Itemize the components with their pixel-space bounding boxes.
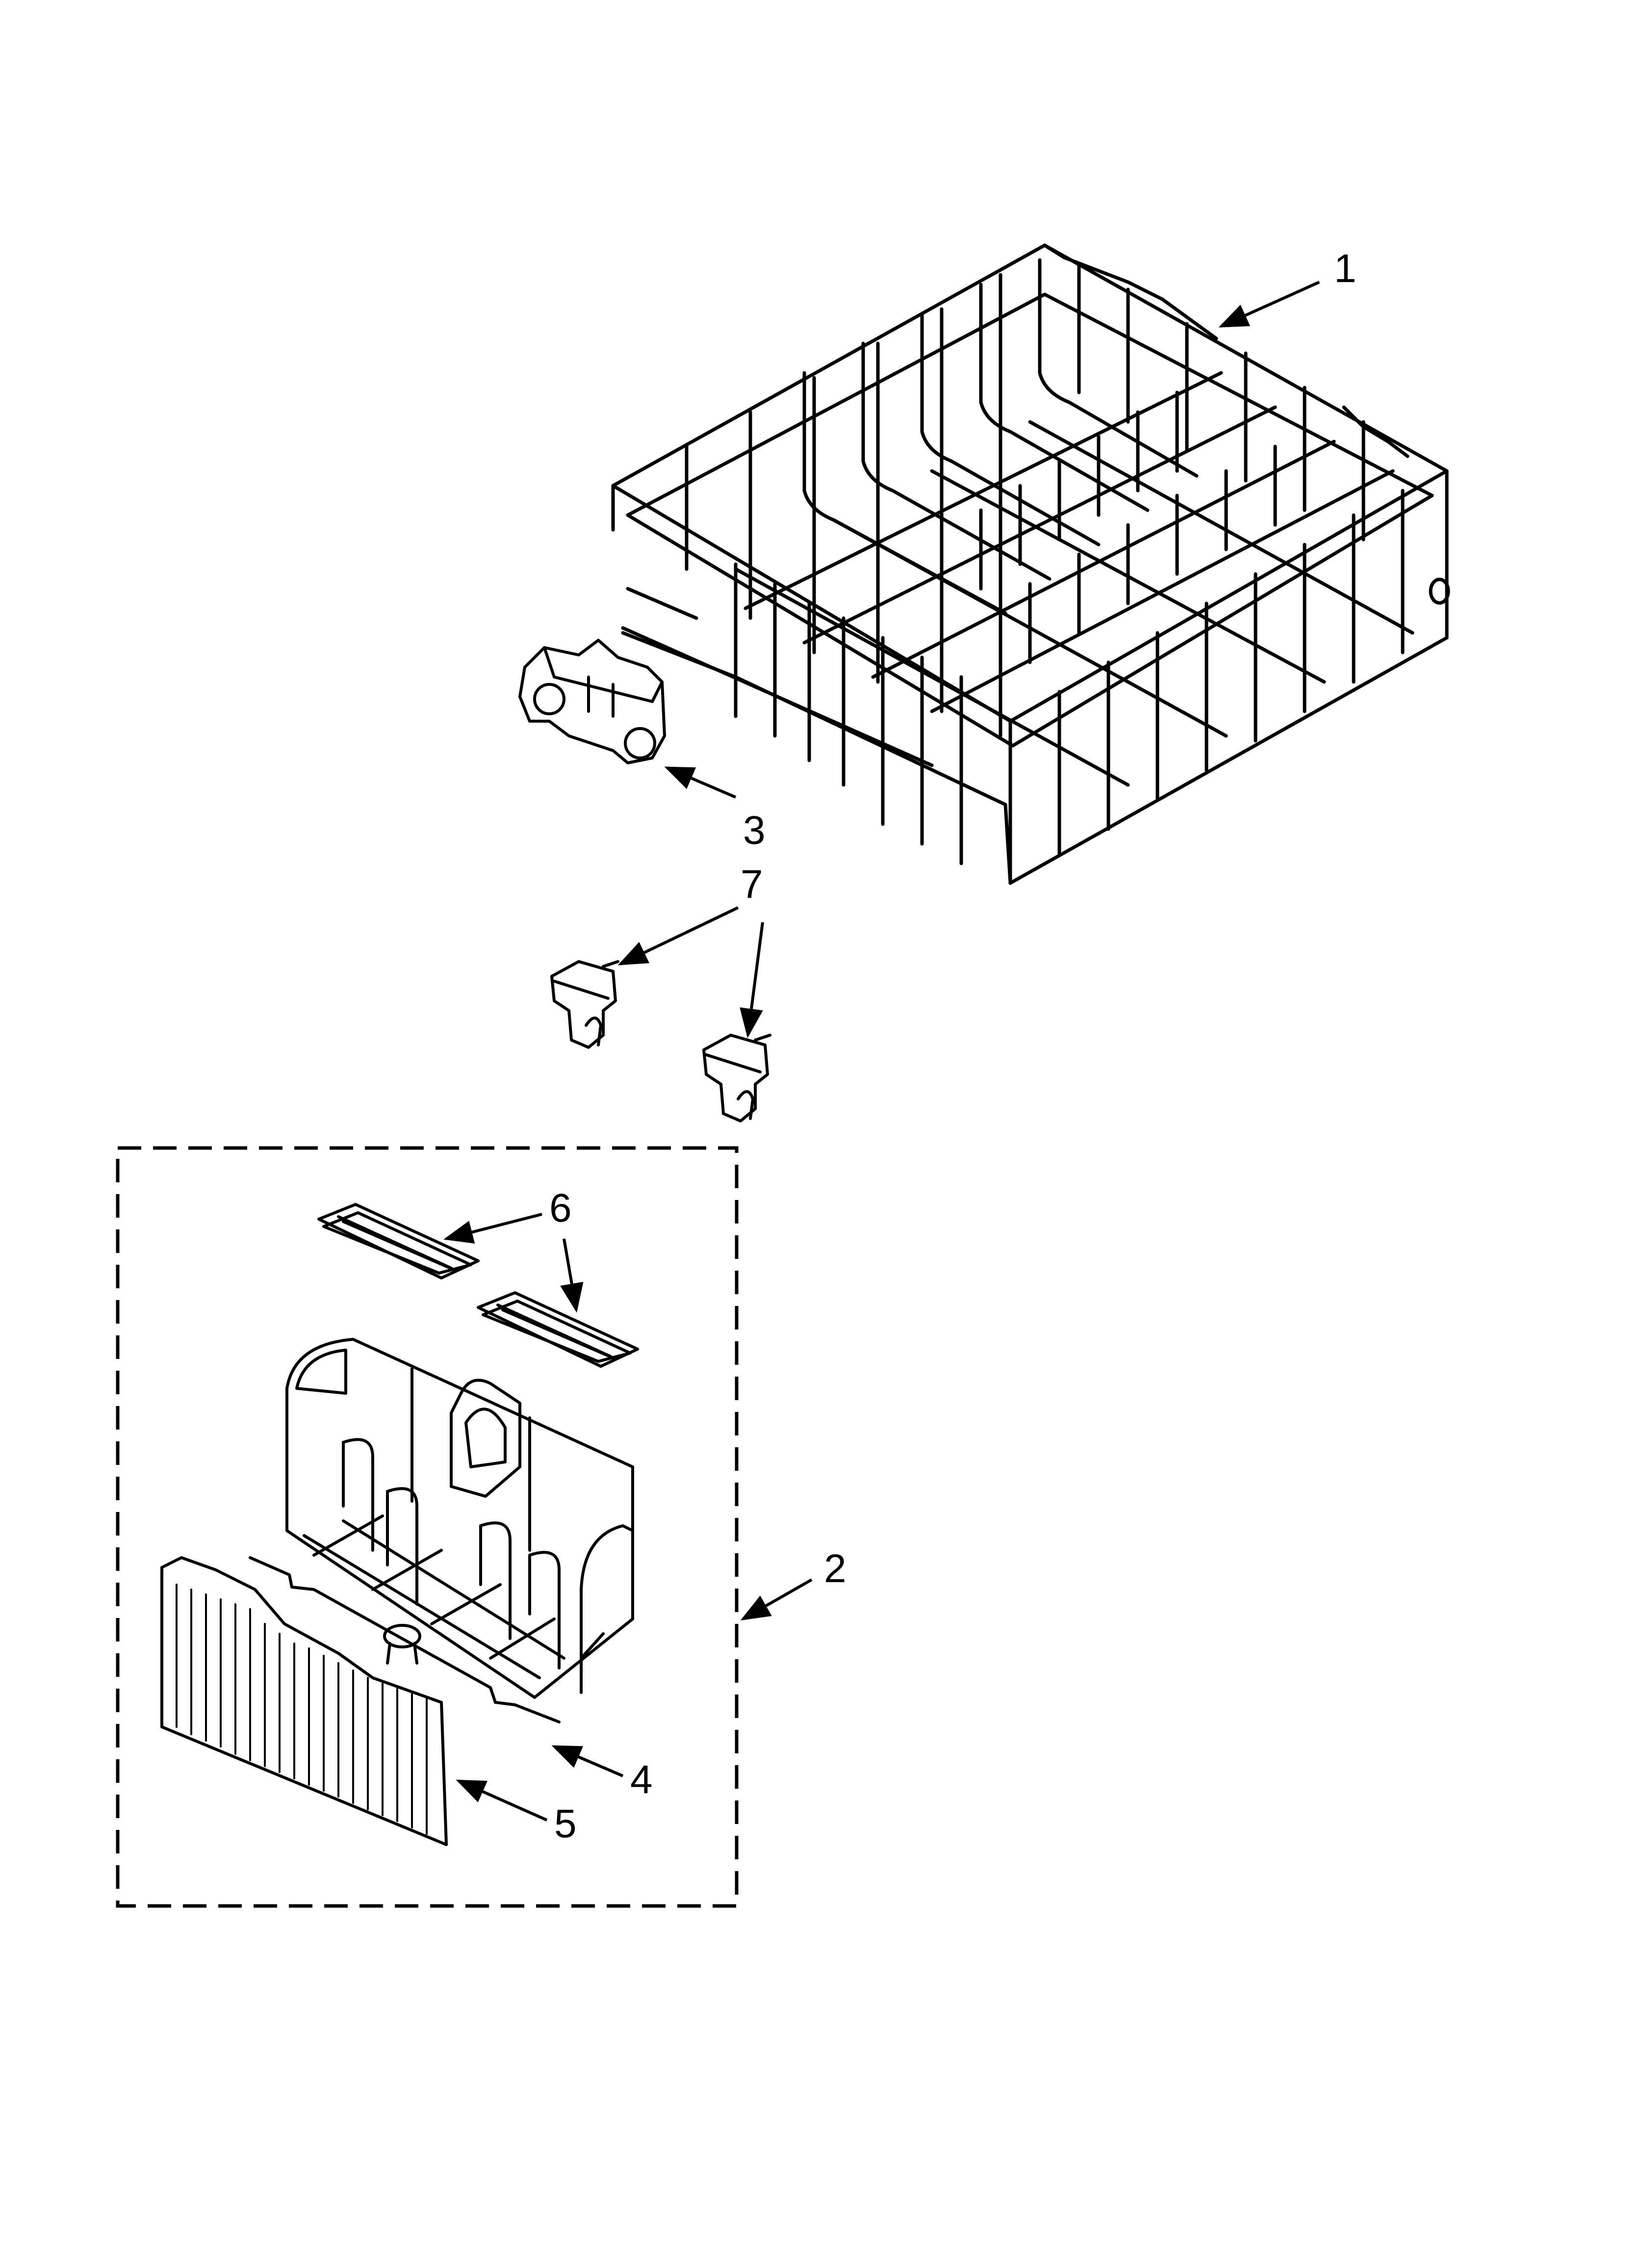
callout-5: 5 — [554, 1801, 577, 1846]
rack-inner-rim — [626, 292, 1434, 748]
callout-4: 4 — [630, 1757, 653, 1802]
rack-wheel — [518, 639, 666, 764]
leader-line-6a — [443, 1213, 542, 1244]
leader-line-7a — [617, 906, 739, 965]
callout-6: 6 — [549, 1186, 572, 1230]
leader-line-6b — [560, 1238, 584, 1313]
rack-bottom-left-edge — [621, 631, 1012, 885]
basket-handle-rod — [249, 1556, 561, 1723]
leader-line-5 — [456, 1779, 548, 1822]
basket-cover — [160, 1556, 448, 1846]
leader-line-7b — [740, 922, 764, 1038]
leader-line-1 — [1218, 281, 1320, 328]
callout-2: 2 — [824, 1546, 847, 1591]
silverware-basket — [285, 1338, 634, 1699]
leader-line-4 — [551, 1745, 624, 1777]
rack-clip-right — [702, 1034, 771, 1122]
lower-rack — [611, 243, 1450, 885]
basket-lid-upper — [317, 1203, 480, 1279]
rack-bottom-right-edge — [1008, 469, 1449, 885]
basket-lid-lower — [477, 1291, 639, 1368]
rack-clip-left — [550, 960, 619, 1049]
leader-line-3 — [664, 766, 737, 799]
callout-7: 7 — [741, 862, 763, 907]
assembly-boundary-box — [116, 1146, 739, 1908]
callout-1: 1 — [1334, 246, 1357, 291]
leader-line-2 — [740, 1578, 813, 1620]
callout-3: 3 — [743, 808, 766, 853]
